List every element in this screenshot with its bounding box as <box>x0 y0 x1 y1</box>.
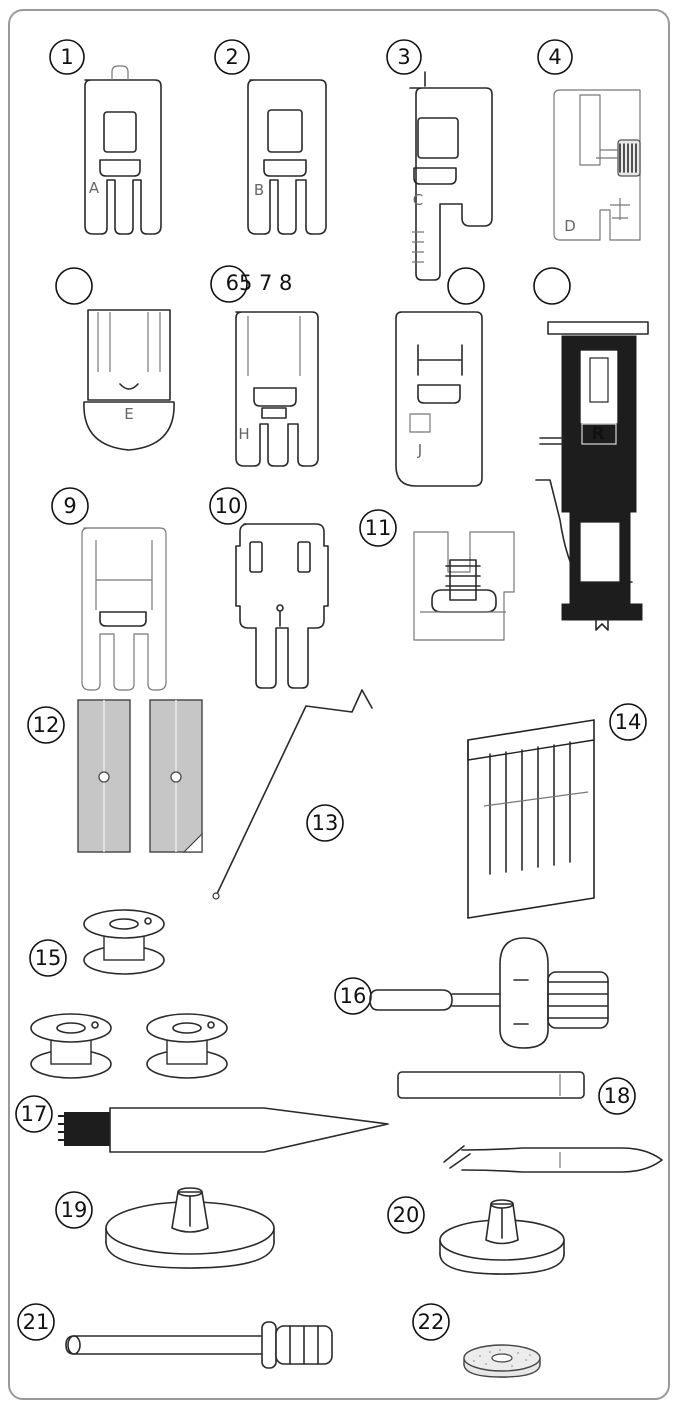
foot-j-letter: J <box>417 441 422 459</box>
callout-2-label: 2 <box>225 45 238 69</box>
edge-quilting-guide <box>212 689 373 900</box>
callout-3-label: 3 <box>397 45 410 69</box>
presser-foot-d: D <box>553 89 641 241</box>
callout-18: 18 <box>598 1077 636 1115</box>
felt-pad <box>463 1344 541 1378</box>
callout-22: 22 <box>412 1303 450 1341</box>
callout-1: 1 <box>49 39 85 75</box>
presser-foot-r: R <box>535 321 649 631</box>
callout-2: 2 <box>214 39 250 75</box>
callout-1-label: 1 <box>60 45 73 69</box>
callout-9: 9 <box>51 487 89 525</box>
callout-21-label: 21 <box>23 1310 50 1334</box>
callout-22-label: 22 <box>418 1310 445 1334</box>
callout-4-label: 4 <box>548 45 561 69</box>
callout-7 <box>447 267 485 305</box>
callout-14-label: 14 <box>615 710 642 734</box>
spool-cap-large <box>105 1187 275 1269</box>
callout-16: 16 <box>334 977 372 1015</box>
needle-pack <box>467 719 595 919</box>
lint-brush <box>58 1107 389 1153</box>
presser-foot-j: J <box>395 311 483 487</box>
callout-19: 19 <box>55 1191 93 1229</box>
callout-6: 65 7 8 <box>210 265 293 303</box>
callout-21: 21 <box>17 1303 55 1341</box>
callout-20-label: 20 <box>393 1203 420 1227</box>
callout-18-label: 18 <box>604 1084 631 1108</box>
callout-10-label: 10 <box>215 494 242 518</box>
foot-d-letter: D <box>564 217 576 235</box>
bobbin-2 <box>30 1013 112 1079</box>
callout-12: 12 <box>27 706 65 744</box>
foot-r-letter: R <box>591 424 604 444</box>
foot-c-letter: C <box>413 191 423 209</box>
presser-foot-11 <box>413 531 515 641</box>
callout-13: 13 <box>306 804 344 842</box>
callout-4: 4 <box>537 39 573 75</box>
callout-16-label: 16 <box>340 984 367 1008</box>
spool-pin <box>65 1321 333 1369</box>
bobbin-1 <box>83 909 165 975</box>
presser-foot-a: A <box>84 65 162 235</box>
bobbin-3 <box>146 1013 228 1079</box>
callout-20: 20 <box>387 1196 425 1234</box>
callout-5 <box>55 267 93 305</box>
callout-10: 10 <box>209 487 247 525</box>
presser-foot-e: E <box>83 309 175 451</box>
seam-guide-plates <box>77 699 203 853</box>
presser-foot-9 <box>81 527 167 691</box>
presser-foot-10 <box>235 523 329 689</box>
callout-19-label: 19 <box>61 1198 88 1222</box>
spool-cap-small <box>439 1199 565 1275</box>
callout-14: 14 <box>609 703 647 741</box>
presser-foot-b: B <box>247 79 327 235</box>
bobbins <box>30 909 228 1079</box>
callout-6-label: 65 7 8 <box>226 271 293 295</box>
callout-15: 15 <box>29 939 67 977</box>
callout-12-label: 12 <box>33 713 60 737</box>
foot-a-letter: A <box>89 179 100 197</box>
callout-8 <box>533 267 571 305</box>
callout-3: 3 <box>386 39 422 75</box>
callout-17-label: 17 <box>21 1102 48 1126</box>
presser-foot-h: H <box>235 311 319 467</box>
callout-13-label: 13 <box>312 811 339 835</box>
callout-11-label: 11 <box>365 516 392 540</box>
presser-foot-c: C <box>409 71 493 281</box>
foot-b-letter: B <box>254 181 264 199</box>
foot-e-letter: E <box>124 405 133 423</box>
callout-15-label: 15 <box>35 946 62 970</box>
callout-11: 11 <box>359 509 397 547</box>
callout-9-label: 9 <box>63 494 76 518</box>
seam-ripper <box>397 1071 663 1173</box>
foot-h-letter: H <box>238 425 249 443</box>
callout-17: 17 <box>15 1095 53 1133</box>
screwdriver <box>369 937 609 1049</box>
